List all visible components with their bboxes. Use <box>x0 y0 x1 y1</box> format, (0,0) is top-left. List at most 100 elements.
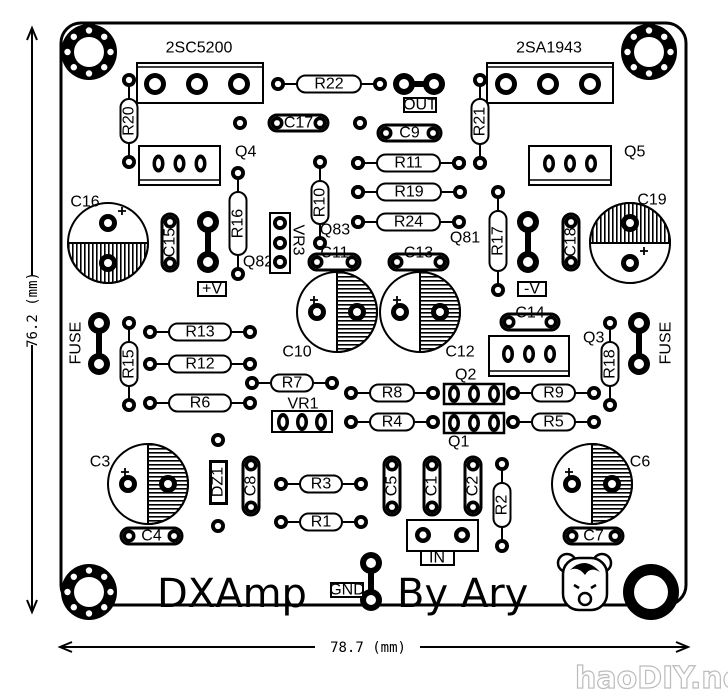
resistor-body <box>119 98 139 144</box>
resistor-body <box>376 212 441 232</box>
resistor-r3: R3 <box>274 474 368 494</box>
pad-hole <box>494 188 502 196</box>
transistor-q1: Q1 <box>442 411 506 451</box>
resistor-body <box>488 210 508 272</box>
resistor-r17: R17 <box>488 185 508 297</box>
bear-eyes <box>573 583 597 590</box>
pad-hole <box>523 257 533 267</box>
transistor-label: Q1 <box>448 434 469 451</box>
via <box>645 70 653 77</box>
trimmer-label: VR3 <box>290 224 307 255</box>
pad-hole <box>498 460 506 468</box>
input-label: IN <box>429 550 445 567</box>
pad-hole <box>389 462 395 468</box>
resistor-body <box>376 153 441 173</box>
pad-hole <box>458 531 466 539</box>
transistor-label: Q5 <box>624 144 645 161</box>
resistor-label: R22 <box>314 76 343 93</box>
pad-hole <box>234 270 242 278</box>
ground-label: GND <box>329 582 365 599</box>
resistor-body <box>369 412 415 432</box>
capacitor-body <box>267 113 330 133</box>
positive-supply-label: +V <box>202 281 222 298</box>
via <box>661 33 668 40</box>
fuse-left: FUSE <box>68 312 110 375</box>
pad-hole <box>523 217 533 227</box>
pad-hole <box>590 389 598 397</box>
power-transistor: 2SC5200 <box>136 40 264 104</box>
resistor-label: R8 <box>382 385 403 402</box>
pad-hole <box>171 533 177 539</box>
pad-hole <box>429 462 435 468</box>
pad-hole <box>494 286 502 294</box>
via <box>107 48 114 56</box>
pad-hole <box>214 436 222 444</box>
pad-hole <box>146 360 154 368</box>
capacitor-label: C10 <box>282 344 311 361</box>
pad-hole <box>396 308 404 316</box>
via <box>85 610 93 617</box>
via <box>630 33 637 40</box>
pad-hole <box>612 533 618 539</box>
power-transistor: 2SA1943 <box>486 40 614 104</box>
pad-hole <box>500 78 512 90</box>
resistor-label: R4 <box>382 414 403 431</box>
resistor-body <box>299 474 343 494</box>
capacitor-c9: C9 <box>376 123 443 143</box>
mounting-hole <box>623 564 679 620</box>
resistor-label: R20 <box>121 106 138 135</box>
mounting-hole <box>61 24 117 80</box>
pad-hole <box>509 418 517 426</box>
pad-hole <box>436 308 444 316</box>
resistor-r10: R10 <box>310 155 330 250</box>
pad-hole <box>547 349 553 359</box>
pad-hole <box>328 379 336 387</box>
pad-hole <box>548 319 554 325</box>
pad-hole <box>246 328 254 336</box>
pad-hole <box>354 218 362 226</box>
pad-hole <box>316 239 324 247</box>
resistor-label: R24 <box>394 214 423 231</box>
bear-mascot-icon <box>556 552 613 612</box>
pad-hole <box>354 159 362 167</box>
pad-hole <box>470 504 476 510</box>
negative-supply-connector: -V <box>517 211 547 298</box>
capacitor-c14: C14 <box>499 305 561 332</box>
transistor-q5: Q5 <box>528 144 645 186</box>
resistor-r13: R13 <box>143 322 257 342</box>
resistor-body <box>168 354 232 374</box>
height-dimension: 76.2 (mm) <box>25 25 41 615</box>
pad-hole <box>274 80 282 88</box>
electrolytic-capacitor-c3: C3 <box>90 442 189 526</box>
pad-hole <box>198 158 203 169</box>
pad-hole <box>376 80 384 88</box>
plus-sign-icon <box>310 296 318 304</box>
via <box>85 567 93 574</box>
via <box>645 27 653 34</box>
resistor-r6: R6 <box>143 393 257 413</box>
via <box>70 604 77 611</box>
capacitor-c7: C7 <box>562 526 625 546</box>
via <box>64 48 71 56</box>
pad-hole <box>167 219 173 225</box>
negative-supply-label: -V <box>524 281 540 298</box>
width-dimension-label: 78.7 (mm) <box>330 640 406 656</box>
pad-hole <box>277 518 285 526</box>
capacitor-body <box>561 212 581 272</box>
pad-hole <box>167 260 173 266</box>
pad-hole <box>606 401 614 409</box>
width-dimension: 78.7 (mm) <box>57 640 691 656</box>
resistor-body <box>369 383 415 403</box>
plus-sign-icon <box>640 247 648 255</box>
pad-hole <box>274 120 280 126</box>
pad-hole <box>498 542 506 550</box>
resistor-body <box>376 182 442 202</box>
pad-hole <box>429 418 437 426</box>
pad-hole <box>234 169 242 177</box>
resistor-body <box>270 373 314 393</box>
resistor-body <box>299 512 343 532</box>
capacitor-label: C4 <box>141 528 162 545</box>
capacitor-label: C3 <box>90 454 111 471</box>
pad-hole <box>568 219 574 225</box>
pad-hole <box>214 522 222 530</box>
